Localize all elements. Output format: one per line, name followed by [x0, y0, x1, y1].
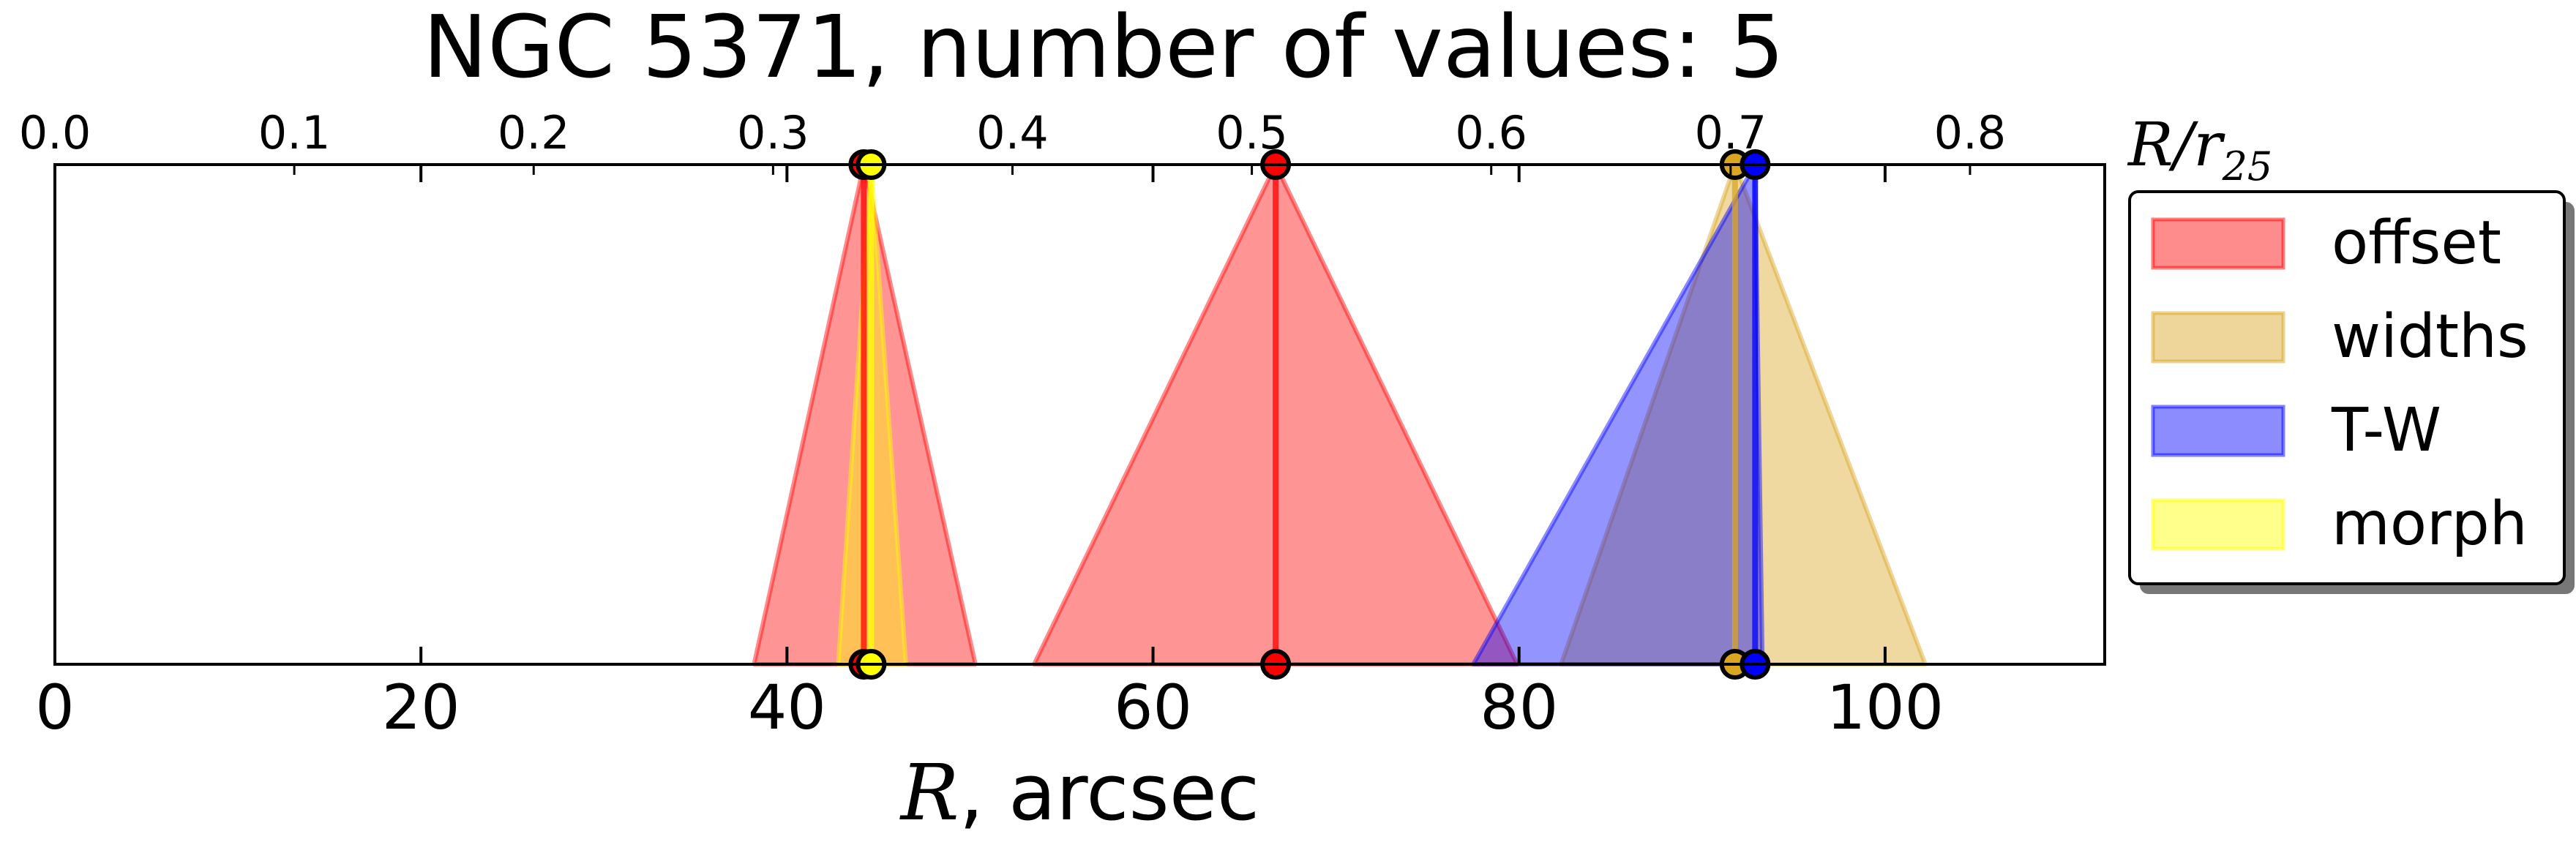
top-tick-label-2: 0.2: [498, 106, 570, 159]
top-tick-label-6: 0.6: [1455, 106, 1527, 159]
top-tick-label-5: 0.5: [1216, 106, 1288, 159]
x-axis-label: R, arcsec: [899, 748, 1259, 838]
legend-swatch-t-w: [2151, 405, 2285, 457]
chart-title: NGC 5371, number of values: 5: [423, 0, 1784, 97]
top-tick-label-3: 0.3: [737, 106, 809, 159]
legend-swatch-offset: [2151, 217, 2285, 270]
legend-label-widths: widths: [2332, 302, 2528, 372]
legend-swatch-widths: [2151, 311, 2285, 364]
x-tick-label-4: 80: [1480, 672, 1558, 743]
top-axis-label-subscript: 25: [2222, 143, 2273, 189]
x-axis-label-unit: , arcsec: [959, 748, 1260, 838]
legend-label-offset: offset: [2332, 208, 2501, 278]
top-tick-label-1: 0.1: [258, 106, 331, 159]
legend-label-t-w: T-W: [2331, 396, 2441, 465]
x-tick-label-2: 40: [748, 672, 826, 743]
legend-swatch-morph: [2151, 498, 2285, 551]
x-tick-label-1: 20: [382, 672, 460, 743]
plot-frame: [53, 163, 2106, 666]
top-axis-label-symbol: R/r: [2127, 110, 2225, 180]
x-tick-label-0: 0: [35, 672, 74, 743]
top-tick-label-7: 0.7: [1695, 106, 1767, 159]
x-tick-label-5: 100: [1827, 672, 1944, 743]
legend-label-morph: morph: [2332, 489, 2528, 559]
x-axis-label-symbol: R: [899, 748, 959, 838]
top-axis: 0.0 0.1 0.2 0.3 0.4 0.5 0.6 0.7 0.8: [19, 106, 2007, 175]
top-axis-label: R/r25: [2127, 110, 2272, 189]
bottom-axis: 0 20 40 60 80 100: [35, 165, 1944, 743]
top-tick-label-8: 0.8: [1934, 106, 2007, 159]
x-tick-label-3: 60: [1114, 672, 1192, 743]
top-tick-label-0: 0.0: [19, 106, 91, 159]
plot-background: [55, 165, 2105, 664]
top-tick-label-4: 0.4: [976, 106, 1049, 159]
plot-area: [53, 149, 2106, 680]
legend-box: [2128, 190, 2566, 585]
